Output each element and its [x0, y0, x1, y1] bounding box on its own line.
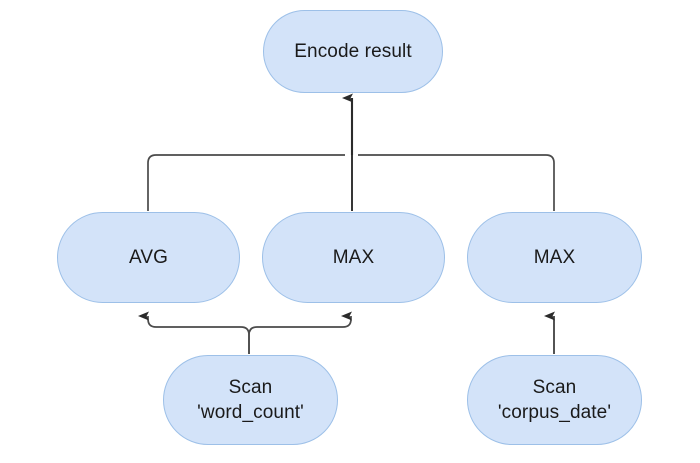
edge-scan-word-count-to-max-word-count — [248, 311, 352, 354]
node-encode-result[interactable]: Encode result — [263, 10, 443, 93]
edge-avg-to-encode-result — [147, 154, 345, 211]
node-max-word-count-label: MAX — [332, 247, 375, 268]
node-max-word-count[interactable]: MAX — [262, 212, 445, 303]
node-avg-label: AVG — [128, 247, 168, 268]
node-max-corpus-date[interactable]: MAX — [467, 212, 642, 303]
edge-max-corpus-date-to-encode-result — [358, 154, 555, 211]
node-scan-corpus-date-label: Scan 'corpus_date' — [497, 377, 612, 423]
node-avg[interactable]: AVG — [57, 212, 240, 303]
edge-scan-word-count-to-avg — [138, 311, 250, 354]
node-max-corpus-date-label: MAX — [533, 247, 576, 268]
node-scan-word-count[interactable]: Scan 'word_count' — [163, 355, 338, 445]
node-scan-corpus-date[interactable]: Scan 'corpus_date' — [467, 355, 642, 445]
node-encode-result-label: Encode result — [294, 41, 412, 62]
node-scan-word-count-label: Scan 'word_count' — [197, 377, 304, 423]
